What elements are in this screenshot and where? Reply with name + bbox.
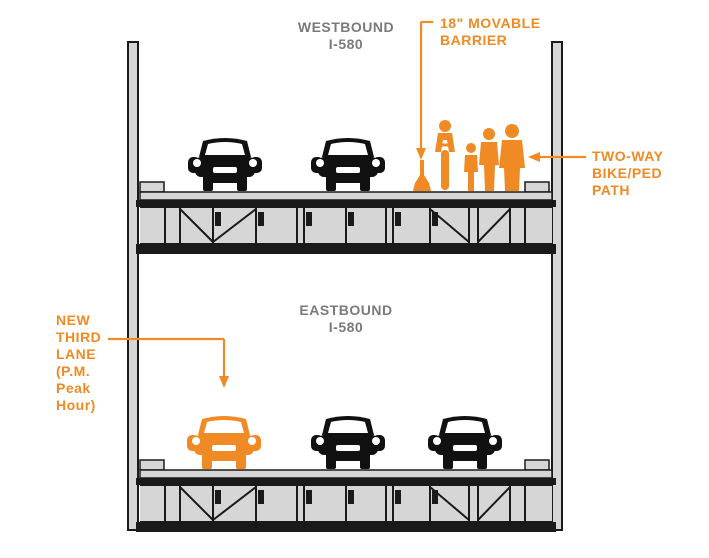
third-lane-callout: NEW THIRD LANE (P.M. Peak Hour)	[56, 312, 101, 414]
third-lane-callout-line3: LANE	[56, 346, 97, 362]
bike-path-callout-line2: BIKE/PED	[592, 165, 663, 181]
barrier-callout-line1: 18" MOVABLE	[440, 15, 541, 31]
bike-path-arrow-icon	[528, 152, 540, 162]
barrier-leader-line	[419, 20, 433, 150]
eastbound-label: EASTBOUND I-580	[276, 302, 416, 336]
car-front-icon	[311, 138, 385, 191]
barrier-arrow-icon	[416, 148, 426, 160]
westbound-label: WESTBOUND I-580	[276, 19, 416, 53]
barrier-callout-line2: BARRIER	[440, 32, 508, 48]
third-lane-callout-line1: NEW	[56, 312, 91, 328]
bike-path-callout: TWO-WAY BIKE/PED PATH	[592, 148, 663, 199]
eastbound-direction: EASTBOUND	[299, 302, 393, 318]
cyclist-icon	[435, 120, 455, 190]
third-lane-callout-line4: (P.M.	[56, 363, 91, 379]
lower-deck	[136, 459, 556, 532]
car-front-icon	[188, 138, 262, 191]
barrier-callout: 18" MOVABLE BARRIER	[440, 15, 541, 49]
third-lane-callout-line6: Hour)	[56, 397, 96, 413]
westbound-route: I-580	[328, 36, 364, 52]
right-column	[551, 41, 563, 531]
car-front-icon-new-lane	[187, 416, 261, 469]
left-column	[127, 41, 139, 531]
traffic-barrier-icon	[413, 160, 431, 191]
third-lane-callout-line2: THIRD	[56, 329, 102, 345]
pedestrian-icon	[464, 124, 525, 191]
bike-path-callout-line1: TWO-WAY	[592, 148, 664, 164]
eastbound-route: I-580	[328, 319, 364, 335]
car-front-icon	[428, 416, 502, 469]
bike-path-callout-line3: PATH	[592, 182, 631, 198]
upper-deck	[136, 181, 556, 254]
third-lane-arrow-icon	[219, 376, 229, 388]
third-lane-leader-line	[108, 337, 226, 378]
car-front-icon	[311, 416, 385, 469]
third-lane-callout-line5: Peak	[56, 380, 91, 396]
westbound-direction: WESTBOUND	[297, 19, 395, 35]
